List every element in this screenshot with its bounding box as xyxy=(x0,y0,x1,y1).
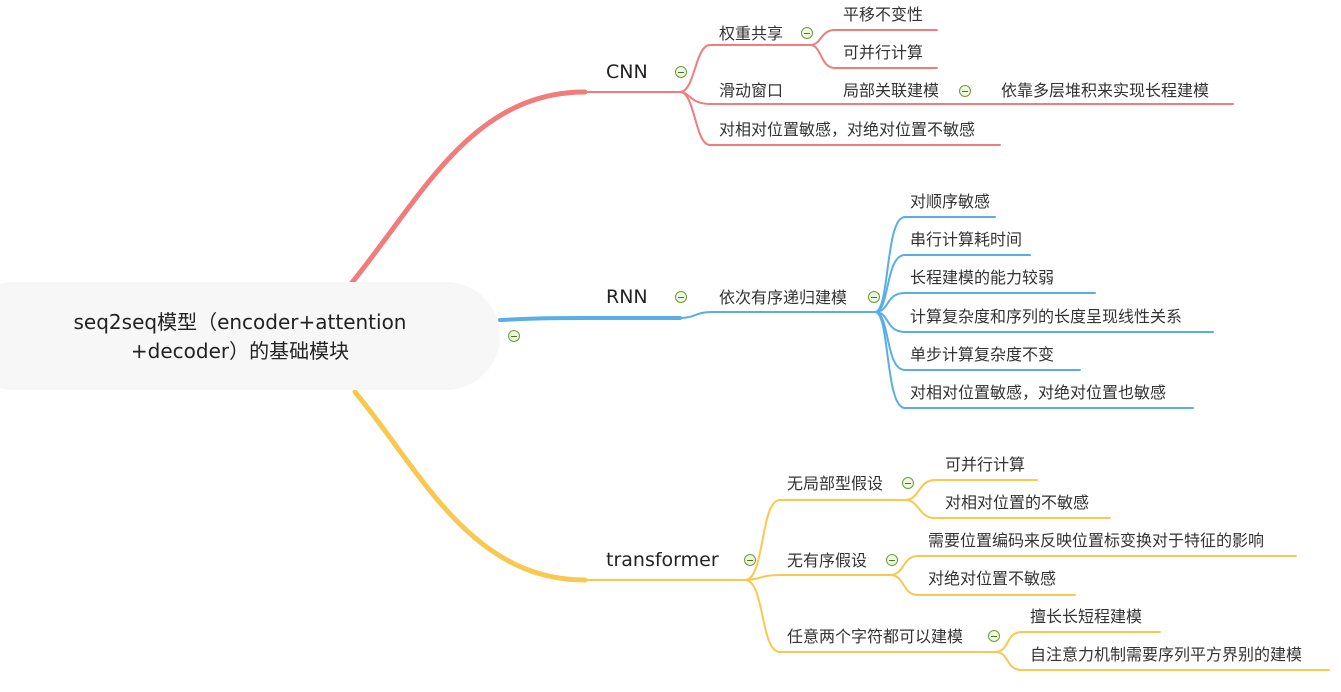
topic-quadratic-attention[interactable]: 自注意力机制需要序列平方界别的建模 xyxy=(1030,645,1303,664)
topic-local-modeling[interactable]: 局部关联建模 xyxy=(843,81,940,100)
topic-cnn[interactable]: CNN xyxy=(606,61,648,83)
topic-translation-invariance[interactable]: 平移不变性 xyxy=(843,5,924,24)
root-topic[interactable] xyxy=(0,282,500,390)
topic-long-short-range[interactable]: 擅长长短程建模 xyxy=(1030,607,1143,626)
collapse-icon[interactable] xyxy=(801,27,813,39)
collapse-icon[interactable] xyxy=(744,554,756,566)
collapse-icon[interactable] xyxy=(902,477,914,489)
topic-relative-insensitive[interactable]: 对相对位置的不敏感 xyxy=(945,493,1090,512)
collapse-icon[interactable] xyxy=(675,291,687,303)
topic-constant-step[interactable]: 单步计算复杂度不变 xyxy=(910,345,1055,364)
topic-any-two-tokens[interactable]: 任意两个字符都可以建模 xyxy=(787,627,964,646)
topic-position-encoding[interactable]: 需要位置编码来反映位置标变换对于特征的影响 xyxy=(928,531,1265,550)
topic-transformer-parallel[interactable]: 可并行计算 xyxy=(945,455,1026,474)
collapse-icon[interactable] xyxy=(508,330,520,342)
topic-parallel-compute[interactable]: 可并行计算 xyxy=(843,43,924,62)
topic-linear-complexity[interactable]: 计算复杂度和序列的长度呈现线性关系 xyxy=(910,307,1183,326)
topic-stacked-layers[interactable]: 依靠多层堆积来实现长程建模 xyxy=(1001,81,1210,100)
collapse-icon[interactable] xyxy=(988,630,1000,642)
topic-rnn-position[interactable]: 对相对位置敏感，对绝对位置也敏感 xyxy=(910,383,1167,402)
collapse-icon[interactable] xyxy=(886,554,898,566)
connector-root-cnn xyxy=(347,89,588,288)
topic-transformer[interactable]: transformer xyxy=(606,549,719,571)
root-topic-text: seq2seq模型（encoder+attention +decoder）的基础… xyxy=(0,308,480,366)
topic-sliding-window[interactable]: 滑动窗口 xyxy=(719,81,784,100)
topic-weak-long-range[interactable]: 长程建模的能力较弱 xyxy=(910,268,1055,287)
collapse-icon[interactable] xyxy=(959,85,971,97)
root-title-line2: +decoder）的基础模块 xyxy=(130,339,350,363)
collapse-icon[interactable] xyxy=(868,291,880,303)
collapse-icon[interactable] xyxy=(675,66,687,78)
topic-no-order[interactable]: 无有序假设 xyxy=(787,551,868,570)
topic-serial-compute[interactable]: 串行计算耗时间 xyxy=(910,230,1023,249)
connector-root-transformer xyxy=(352,389,588,583)
connector-root-rnn xyxy=(498,316,682,322)
topic-order-sensitive[interactable]: 对顺序敏感 xyxy=(910,192,991,211)
topic-cnn-position[interactable]: 对相对位置敏感，对绝对位置不敏感 xyxy=(719,120,976,139)
topic-recursive-modeling[interactable]: 依次有序递归建模 xyxy=(719,288,848,307)
topic-weight-sharing[interactable]: 权重共享 xyxy=(719,24,784,43)
root-title-line1: seq2seq模型（encoder+attention xyxy=(73,310,407,334)
topic-no-locality[interactable]: 无局部型假设 xyxy=(787,474,884,493)
topic-absolute-insensitive[interactable]: 对绝对位置不敏感 xyxy=(928,569,1057,588)
topic-rnn[interactable]: RNN xyxy=(606,286,648,308)
